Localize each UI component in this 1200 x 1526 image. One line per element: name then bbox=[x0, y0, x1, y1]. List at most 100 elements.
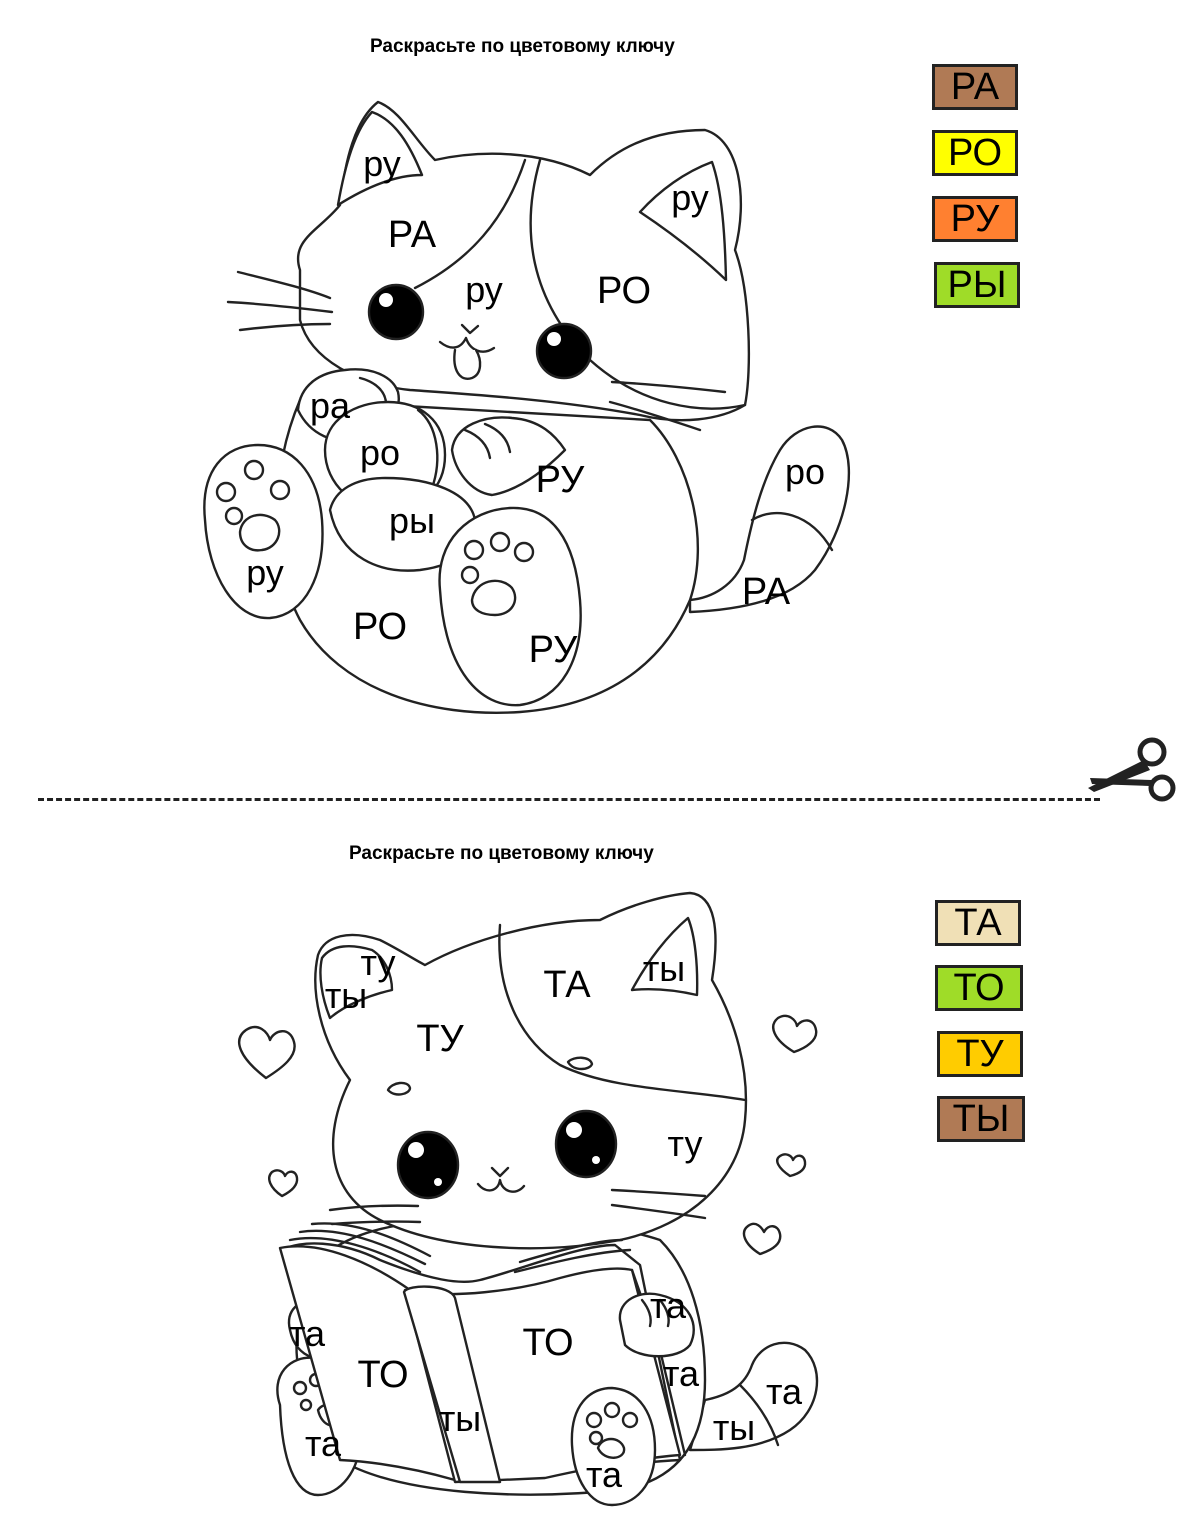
sheet1-label-tail: РА bbox=[741, 571, 791, 613]
sheet1-key-ro: РО bbox=[932, 130, 1018, 176]
sheet2-label-arm-right: та bbox=[649, 1285, 687, 1326]
sheet1-paw-left-toe bbox=[243, 459, 265, 481]
sheet1-paw-mid-toe2 bbox=[483, 422, 512, 454]
sheet1-foot-toe bbox=[489, 531, 511, 553]
sheet1-key-ro-label: РО bbox=[947, 132, 1003, 174]
sheet2-mouth bbox=[476, 1178, 526, 1193]
sheet1-head-line-left bbox=[413, 158, 527, 290]
sheet2-whisker bbox=[328, 1204, 420, 1212]
heart-icon bbox=[237, 1025, 296, 1080]
sheet1-whisker bbox=[238, 322, 332, 332]
sheet2-eye-left bbox=[396, 1130, 460, 1200]
sheet1-label-ear-left: ру bbox=[363, 143, 401, 184]
sheet2-key-tu: ТУ bbox=[937, 1031, 1023, 1077]
sheet2-label-tail-base: ты bbox=[712, 1407, 756, 1448]
sheet2-key-ta: ТА bbox=[935, 900, 1021, 946]
sheet1-nose bbox=[460, 323, 480, 335]
sheet1-eye-left bbox=[367, 283, 425, 341]
cut-line bbox=[38, 798, 1100, 801]
sheet1-whisker bbox=[608, 400, 702, 432]
sheet1-key-ry-label: РЫ bbox=[947, 264, 1007, 306]
sheet2-whisker bbox=[330, 1220, 422, 1226]
sheet1-ear-right-inner bbox=[638, 160, 728, 282]
sheet2-label-book-right: ТО bbox=[522, 1322, 574, 1364]
sheet1-key-ry: РЫ bbox=[934, 262, 1020, 308]
sheet2-label-foot: та bbox=[585, 1454, 623, 1495]
sheet1-ear-left-inner bbox=[336, 110, 424, 207]
sheet2-book-pages bbox=[288, 1222, 632, 1274]
sheet1-whisker bbox=[236, 270, 332, 300]
sheet1-paw-left-toe bbox=[269, 479, 291, 501]
sheet1-eye-right bbox=[535, 322, 593, 380]
sheet1-title: Раскрасьте по цветовому ключу bbox=[370, 36, 675, 57]
sheet2-label-leg-left: та bbox=[304, 1423, 342, 1464]
sheet1-whisker bbox=[226, 300, 334, 314]
sheet2-label-tail: та bbox=[765, 1371, 803, 1412]
sheet2-title: Раскрасьте по цветовому ключу bbox=[349, 843, 654, 864]
sheet2-forehead-mark bbox=[386, 1081, 412, 1096]
sheet1-foot-toe bbox=[463, 539, 485, 561]
sheet1-label-foot: РУ bbox=[528, 629, 578, 671]
sheet1-label-ear-right: ру bbox=[671, 177, 709, 218]
sheet1-mouth bbox=[438, 336, 496, 353]
sheet1-foot-pad bbox=[470, 579, 517, 617]
heart-icon bbox=[772, 1014, 818, 1054]
sheet1-label-head-right: РО bbox=[596, 270, 652, 312]
sheet2-whisker bbox=[610, 1188, 707, 1198]
sheet2-label-ear-right: ты bbox=[642, 948, 686, 989]
sheet2-label-book-left: ТО bbox=[357, 1354, 409, 1396]
heart-icon bbox=[742, 1222, 782, 1256]
sheet1-foot-toe bbox=[460, 565, 480, 585]
sheet2-nose bbox=[490, 1166, 510, 1178]
sheet2-label-head-patch: ТА bbox=[543, 964, 591, 1006]
sheet1-paw-left-toe bbox=[224, 506, 244, 526]
sheet1-tongue bbox=[453, 348, 482, 380]
sheet2-key-ty: ТЫ bbox=[937, 1096, 1025, 1142]
heart-icon bbox=[776, 1153, 807, 1178]
sheet2-forehead-mark-right bbox=[566, 1056, 594, 1071]
sheet2-label-book-spine: ты bbox=[438, 1398, 482, 1439]
scissors-icon bbox=[1088, 737, 1176, 802]
sheet2-label-ear-left-top: ту bbox=[360, 942, 396, 983]
sheet2-key-ta-label: ТА bbox=[954, 902, 1002, 944]
sheet1-paw-left-toe bbox=[215, 481, 237, 503]
sheet2-book-back bbox=[280, 1242, 682, 1482]
sheet2-key-to-label: ТО bbox=[953, 967, 1005, 1009]
sheet1-paw-left-pad bbox=[238, 513, 281, 552]
sheet1-ball-top-line bbox=[416, 408, 439, 490]
sheet1-foot-toe bbox=[513, 541, 535, 563]
sheet2-key-ty-label: ТЫ bbox=[952, 1098, 1010, 1140]
sheet2-label-head-left: ТУ bbox=[416, 1018, 464, 1060]
sheet1-label-face: ру bbox=[465, 269, 503, 310]
sheet2-label-cheek-right: ту bbox=[667, 1123, 703, 1164]
sheet2-book-spine bbox=[402, 1285, 502, 1484]
sheet1-key-ru-label: РУ bbox=[950, 198, 1000, 240]
sheet2-label-arm-left: та bbox=[288, 1313, 326, 1354]
heart-icon bbox=[268, 1169, 299, 1198]
sheet2-key-to: ТО bbox=[935, 965, 1023, 1011]
sheet2-key-tu-label: ТУ bbox=[956, 1033, 1004, 1075]
sheet1-label-paw-left: ру bbox=[246, 552, 284, 593]
sheet1-label-ball-bottom: ры bbox=[389, 500, 435, 541]
sheet2-label-book-edge: та bbox=[662, 1353, 700, 1394]
sheet1-key-ra: РА bbox=[932, 64, 1018, 110]
sheet1-cat-drawing bbox=[203, 100, 851, 714]
sheet1-label-body-mid: РУ bbox=[535, 459, 585, 501]
sheet1-paw-mid bbox=[450, 416, 567, 497]
sheet1-whisker bbox=[610, 380, 727, 394]
sheet2-book-right bbox=[403, 1267, 682, 1484]
sheet1-cat-tail bbox=[688, 425, 851, 614]
sheet1-key-ra-label: РА bbox=[950, 66, 1000, 108]
sheet2-whisker bbox=[610, 1203, 707, 1220]
sheet2-head-patch-line bbox=[498, 923, 747, 1102]
sheet1-key-ru: РУ bbox=[932, 196, 1018, 242]
sheet1-label-ball-top: ро bbox=[359, 432, 401, 473]
sheet1-label-body-bottom: РО bbox=[352, 606, 408, 648]
sheet2-eye-right bbox=[554, 1109, 618, 1179]
sheet1-label-paw-top: ра bbox=[309, 385, 351, 426]
sheet1-paw-mid-toe1 bbox=[463, 428, 492, 460]
sheet2-label-ear-left-bottom: ты bbox=[324, 975, 368, 1016]
sheet1-cat-head bbox=[296, 100, 751, 422]
sheet1-label-head-patch: РА bbox=[387, 214, 437, 256]
